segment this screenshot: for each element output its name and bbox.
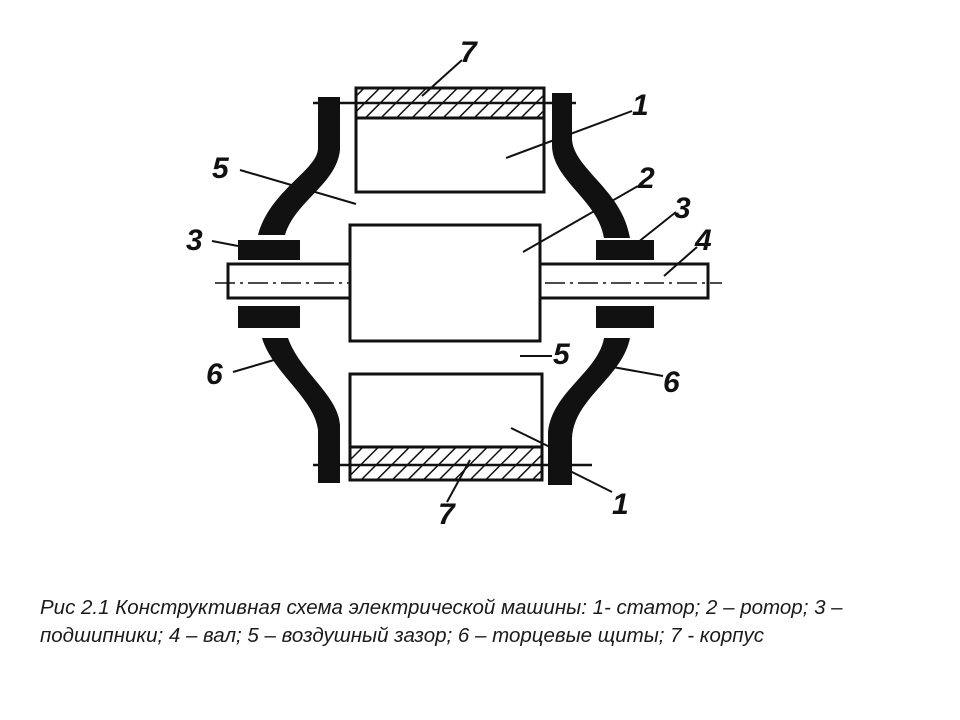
label-1-top: 1 — [632, 89, 649, 122]
leader-7-top — [421, 59, 463, 97]
leader-1-bottom-b — [567, 469, 613, 493]
bearing-right-top — [596, 240, 654, 260]
end-shield-left-bottom — [262, 338, 340, 483]
leader-3-right — [631, 211, 677, 248]
end-shield-left-top — [258, 97, 340, 235]
label-5-right: 5 — [553, 338, 571, 371]
leader-2 — [522, 185, 639, 253]
leader-7-bottom — [446, 459, 471, 503]
leader-1-bottom-a — [510, 427, 555, 450]
bearing-left-bottom — [238, 306, 300, 328]
label-7-top: 7 — [460, 36, 478, 69]
stator-lower — [348, 372, 544, 449]
bearing-right-bottom — [596, 306, 654, 328]
label-1-bottom: 1 — [612, 488, 629, 521]
bearing-left-top — [238, 240, 300, 260]
label-7-bottom: 7 — [438, 498, 456, 531]
label-2: 2 — [637, 162, 655, 195]
label-3-left: 3 — [186, 224, 203, 257]
leader-6-right — [606, 365, 664, 377]
leader-6-left — [232, 359, 275, 373]
leader-5-left — [239, 169, 357, 205]
leader-4 — [663, 246, 698, 277]
leader-1-top — [505, 110, 633, 159]
leader-3-left — [211, 240, 239, 247]
end-shield-right-bottom — [548, 338, 630, 485]
label-6-right: 6 — [663, 366, 680, 399]
housing-bottom — [348, 445, 544, 482]
label-3-right: 3 — [674, 192, 691, 225]
figure-caption: Рис 2.1 Конструктивная схема электрическ… — [40, 596, 843, 647]
end-shield-right-top — [552, 93, 630, 238]
label-5-left: 5 — [212, 152, 230, 185]
rotor — [348, 223, 542, 343]
label-4: 4 — [694, 224, 712, 257]
label-6-left: 6 — [206, 358, 223, 391]
